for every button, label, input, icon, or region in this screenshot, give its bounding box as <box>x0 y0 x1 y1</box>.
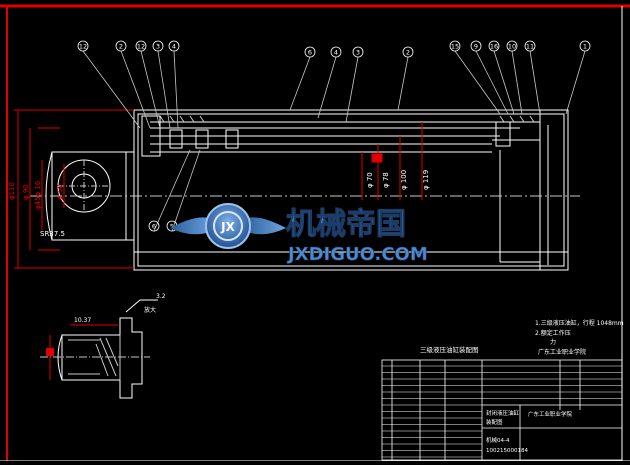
balloon-label: 6 <box>308 49 312 57</box>
part-balloon: 11 <box>524 40 541 115</box>
balloon-label: 1 <box>583 43 587 51</box>
detail-view-texts: 10.37 3.2 放大 <box>74 293 166 324</box>
note-4: 广东工业职业学院 <box>538 348 586 356</box>
balloon-label: 11 <box>526 43 534 51</box>
left-wing-icon <box>170 217 214 235</box>
dim-70: φ 70 <box>366 172 374 188</box>
drawing-title: 三级液压油缸装配图 <box>420 345 479 354</box>
balloon-label: 2 <box>119 43 123 51</box>
dimension-texts: φ110 φ 90 φ45φ 16 φ 50 SR37.5 φ 70 φ 78 … <box>8 170 430 238</box>
dim-radius: SR37.5 <box>40 230 65 238</box>
technical-notes: 1.三级液压油缸，行程 1048mm 2.额定工作压 力 广东工业职业学院 <box>535 319 624 356</box>
balloon-label: 5 <box>170 223 174 231</box>
part-balloon: 16 <box>488 40 515 115</box>
balloon-label: 16 <box>490 43 498 51</box>
tb-code: 100215000184 <box>486 448 528 454</box>
balloon-label: 4 <box>334 49 338 57</box>
part-balloon: 9 <box>470 40 509 115</box>
cylinder-assembly <box>30 109 580 271</box>
detail-view <box>40 299 158 399</box>
detail-label: 放大 <box>144 306 156 314</box>
part-balloon: 1 <box>565 40 591 115</box>
balloon-label: 15 <box>451 43 459 51</box>
tb-project-2: 装配图 <box>486 418 503 426</box>
dim-90: φ 90 <box>22 184 30 200</box>
part-balloon: 3 <box>152 40 171 129</box>
note-1: 1.三级液压油缸，行程 1048mm <box>535 319 624 327</box>
title-block <box>381 359 623 461</box>
balloon-label: 9 <box>474 43 478 51</box>
part-balloon: 4 <box>317 46 342 119</box>
part-balloon: 4 <box>168 40 180 129</box>
note-3: 力 <box>550 338 556 346</box>
balloon-label: 4 <box>172 43 176 51</box>
dim-100: φ 100 <box>400 170 408 190</box>
part-balloon: 2 <box>115 40 151 129</box>
part-balloon: 2 <box>397 46 414 111</box>
part-balloon: 15 <box>449 40 501 115</box>
part-balloon: 6 <box>148 149 191 232</box>
watermark-cn: 机械帝国 <box>286 207 406 242</box>
watermark: JX 机械帝国 JXDIGUO.COM <box>170 203 428 265</box>
tb-drawing-no: 机械04-4 <box>486 436 510 444</box>
dim-pin: φ45φ 16 <box>34 180 42 210</box>
gear-emblem-icon <box>205 203 251 249</box>
dimension-lines <box>14 109 423 269</box>
right-wing-icon <box>242 217 286 235</box>
part-balloon: 12 <box>135 40 161 129</box>
title-block-texts: 封闭液压油缸 装配图 广东工业职业学院 机械04-4 100215000184 <box>486 409 573 454</box>
part-balloon: 12 <box>77 40 141 129</box>
dim-78: φ 78 <box>382 172 390 188</box>
balloon-label: 6 <box>152 223 156 231</box>
tb-project: 封闭液压油缸 <box>486 409 520 417</box>
dim-119: φ 119 <box>422 170 430 190</box>
watermark-en: JXDIGUO.COM <box>286 244 428 265</box>
balloon-label: 2 <box>406 49 410 57</box>
emblem-text: JX <box>220 220 235 234</box>
dim-110: φ110 <box>8 182 16 200</box>
part-balloon: 6 <box>289 46 316 111</box>
balloon-label: 12 <box>79 43 87 51</box>
tb-school: 广东工业职业学院 <box>528 410 573 418</box>
detail-width: 10.37 <box>74 317 91 324</box>
part-balloon: 10 <box>506 40 523 115</box>
detail-rough: 3.2 <box>156 293 166 300</box>
balloon-label: 12 <box>137 43 145 51</box>
balloon-label: 3 <box>356 49 360 57</box>
balloon-label: 10 <box>508 43 516 51</box>
part-balloon: 3 <box>345 46 364 123</box>
dim-bore: φ 50 <box>56 184 64 200</box>
note-2: 2.额定工作压 <box>535 329 571 337</box>
balloon-label: 3 <box>156 43 160 51</box>
